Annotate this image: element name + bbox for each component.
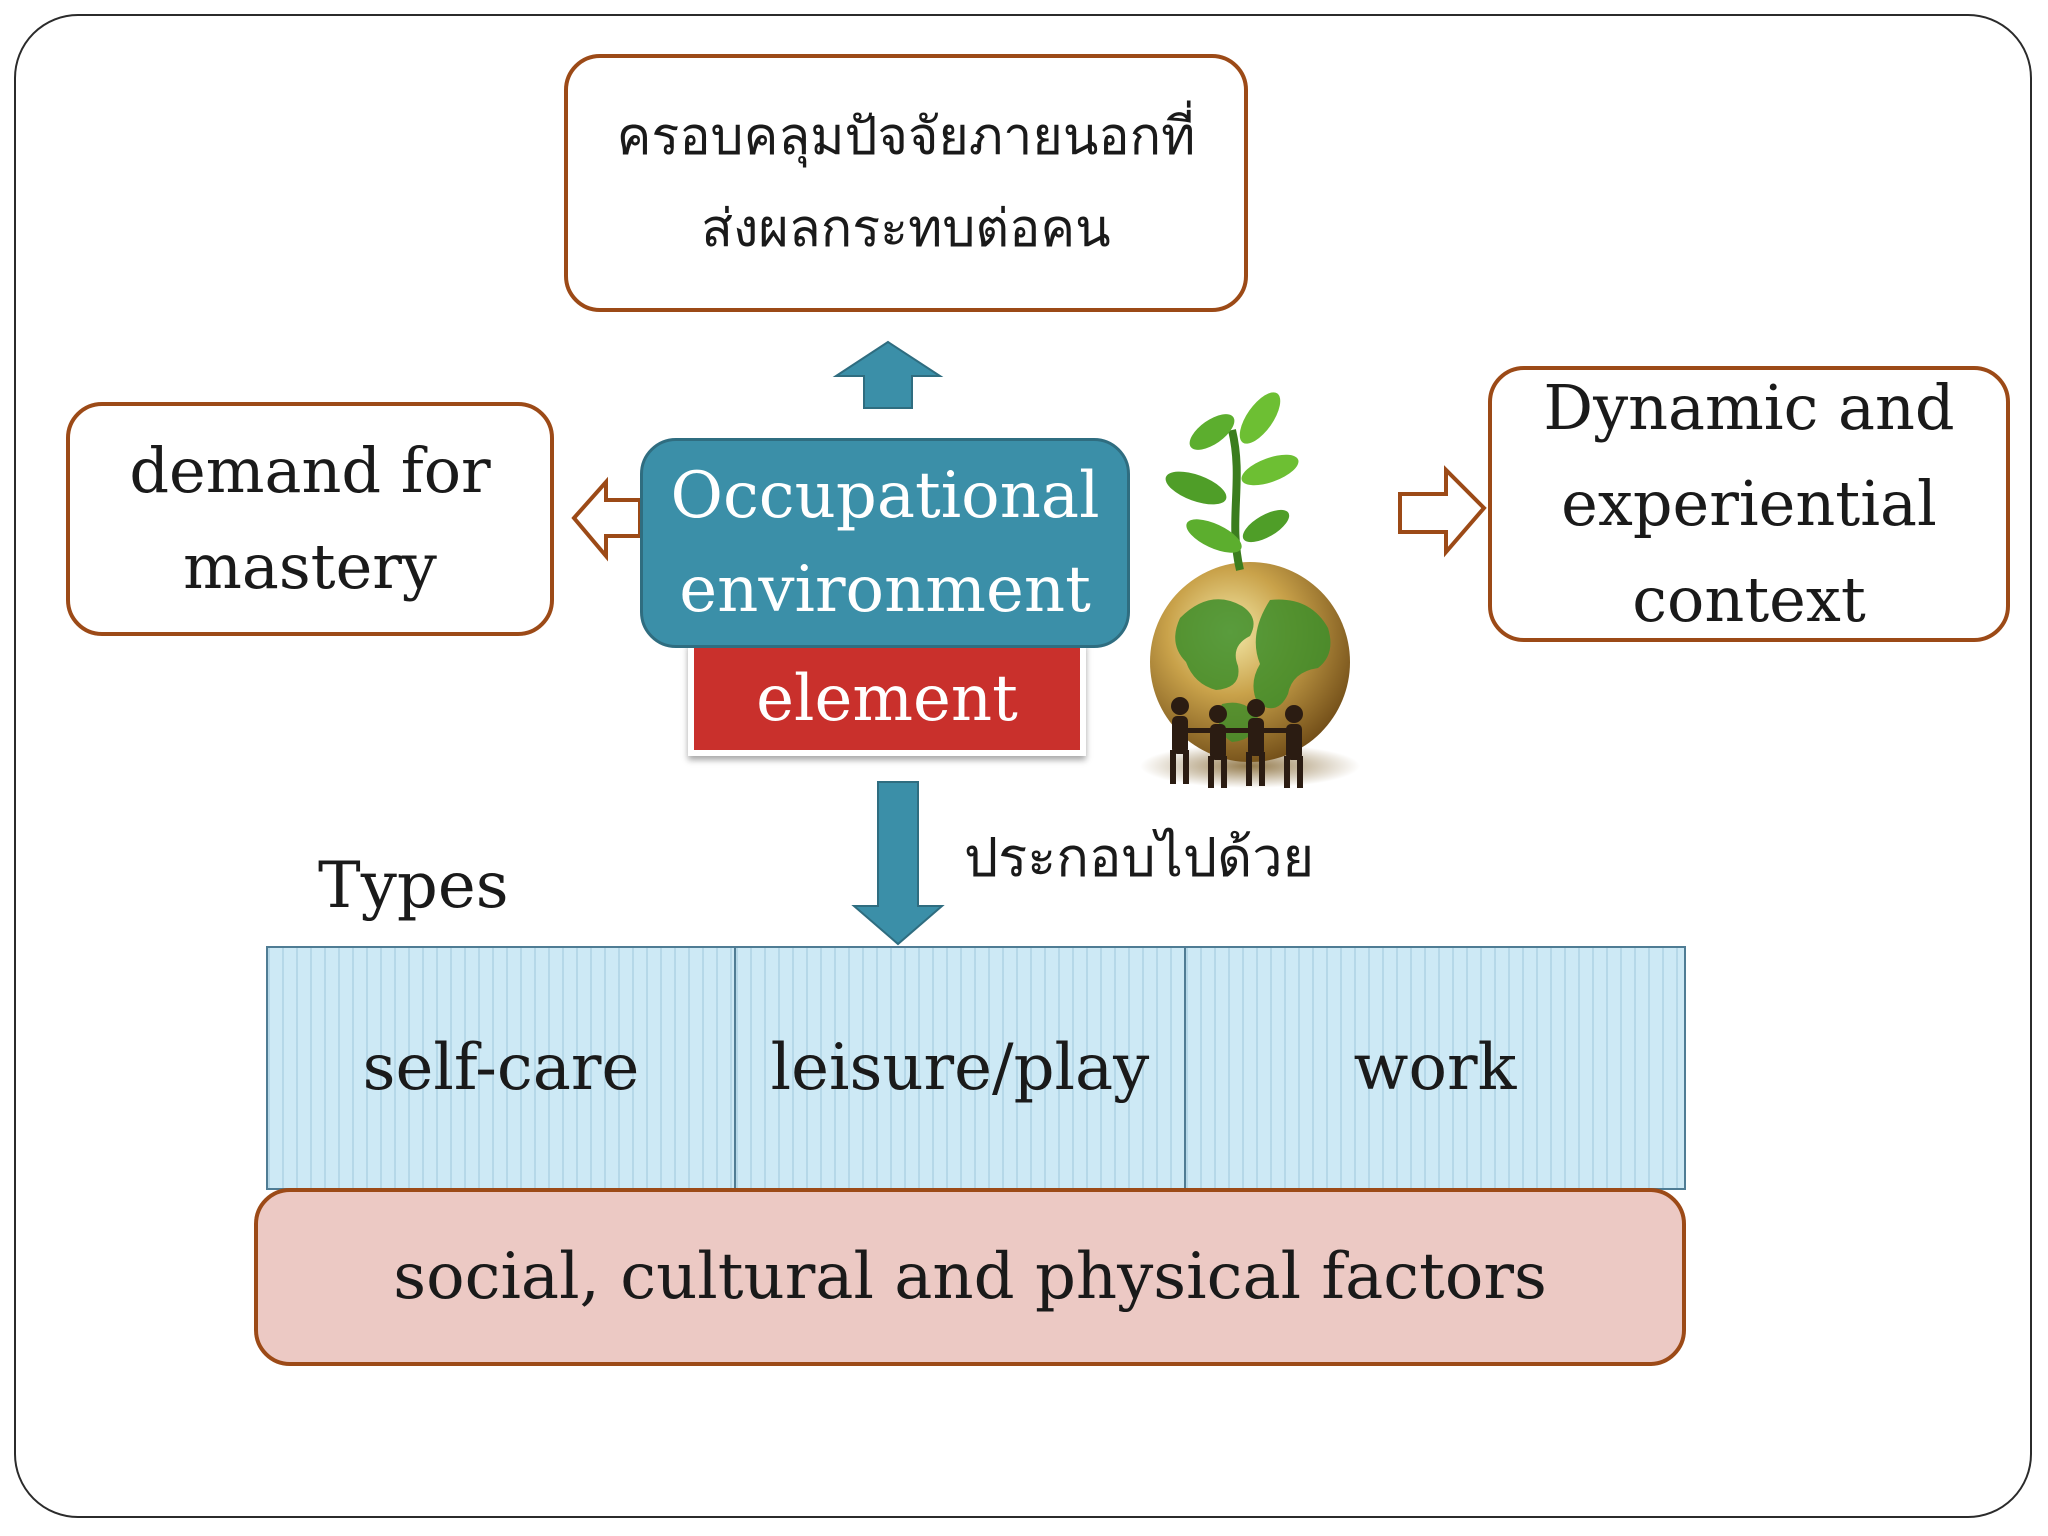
- right-arrow: [1398, 465, 1487, 558]
- slide-frame: [14, 14, 2032, 1518]
- element-label: element: [756, 662, 1018, 736]
- right-box-line2: experiential: [1561, 467, 1937, 540]
- down-arrow: [851, 781, 945, 946]
- right-box-line3: context: [1632, 563, 1866, 636]
- right-box-line1: Dynamic and: [1543, 371, 1955, 444]
- left-box-line2: mastery: [183, 530, 437, 603]
- type-work-label: work: [1353, 1031, 1517, 1105]
- center-line2: environment: [679, 553, 1091, 627]
- type-self-care-label: self-care: [362, 1031, 640, 1105]
- type-work: work: [1184, 946, 1686, 1190]
- left-box-line1: demand for: [129, 434, 491, 507]
- element-box: element: [688, 642, 1086, 756]
- factors-label: social, cultural and physical factors: [393, 1240, 1547, 1314]
- type-leisure-play-label: leisure/play: [770, 1031, 1150, 1105]
- top-box: ครอบคลุมปัจจัยภายนอกที่ ส่งผลกระทบต่อคน: [564, 54, 1248, 312]
- top-box-line1: ครอบคลุมปัจจัยภายนอกที่: [616, 107, 1196, 167]
- occupational-environment-box: Occupational environment: [640, 438, 1130, 648]
- center-line1: Occupational: [670, 459, 1100, 533]
- types-label: Types: [318, 849, 509, 923]
- right-box: Dynamic and experiential context: [1488, 366, 2010, 642]
- left-box: demand for mastery: [66, 402, 554, 636]
- factors-box: social, cultural and physical factors: [254, 1188, 1686, 1366]
- type-self-care: self-care: [266, 946, 736, 1190]
- type-leisure-play: leisure/play: [734, 946, 1186, 1190]
- top-box-line2: ส่งผลกระทบต่อคน: [701, 199, 1111, 259]
- down-arrow-label: ประกอบไปด้วย: [964, 826, 1315, 889]
- up-arrow: [832, 340, 944, 409]
